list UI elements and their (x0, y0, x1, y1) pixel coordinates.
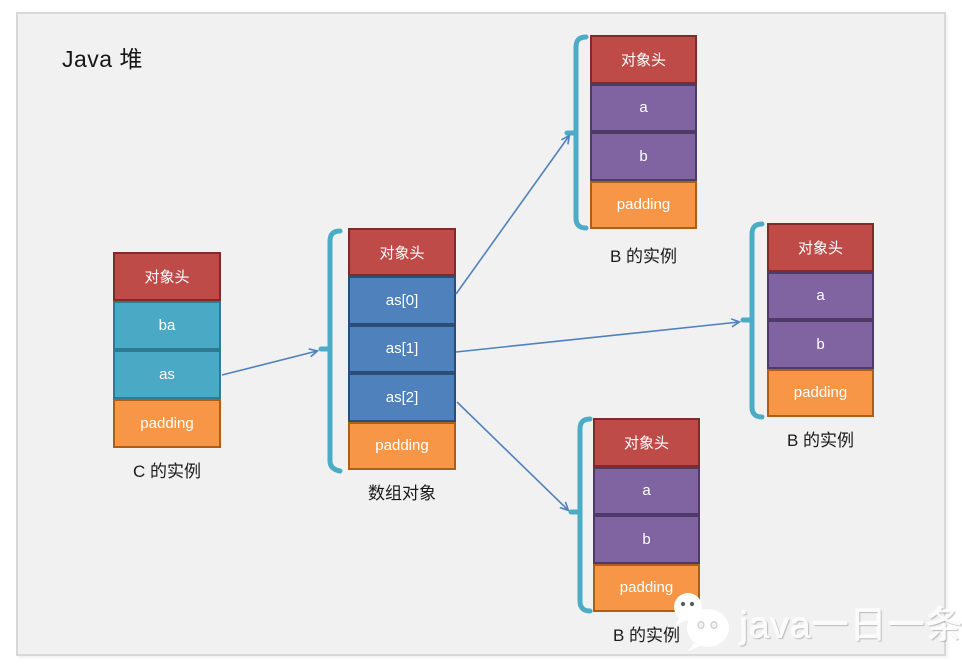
cell-field-ba: ba (113, 301, 221, 350)
cell-object-header: 对象头 (348, 228, 456, 277)
cell-element-as0: as[0] (348, 276, 456, 325)
cell-field-as: as (113, 350, 221, 399)
node-label-c-instance: C 的实例 (133, 462, 201, 481)
cell-field-a: a (767, 271, 874, 320)
cell-field-b: b (590, 132, 697, 181)
node-label-array-object: 数组对象 (368, 483, 436, 503)
node-c-instance: 对象头 ba as padding C 的实例 (113, 252, 221, 482)
cell-object-header: 对象头 (113, 252, 221, 301)
node-b-instance-top: 对象头 a b padding B 的实例 (590, 35, 697, 267)
cell-field-b: b (593, 515, 700, 564)
cell-element-as1: as[1] (348, 324, 456, 374)
wechat-icon (674, 593, 729, 651)
cell-field-a: a (593, 466, 700, 515)
watermark-text: java一日一条 (740, 605, 962, 646)
cell-padding: padding (590, 180, 697, 229)
cell-padding: padding (767, 368, 874, 417)
cell-object-header: 对象头 (593, 418, 700, 467)
cell-padding: padding (348, 421, 456, 470)
cell-object-header: 对象头 (590, 35, 697, 84)
cell-element-as2: as[2] (348, 373, 456, 422)
cell-object-header: 对象头 (767, 223, 874, 272)
node-b-instance-bottom: 对象头 a b padding B 的实例 (593, 418, 700, 646)
cell-padding: padding (113, 399, 221, 448)
diagram-title: Java 堆 (62, 46, 143, 72)
cell-padding: padding (593, 563, 700, 612)
cell-field-b: b (767, 320, 874, 369)
node-label-b-instance: B 的实例 (786, 431, 855, 450)
node-array-object: 对象头 as[0] as[1] as[2] padding 数组对象 (348, 228, 456, 504)
cell-field-a: a (590, 83, 697, 132)
node-label-b-instance: B 的实例 (612, 626, 681, 645)
node-label-b-instance: B 的实例 (609, 247, 678, 266)
node-b-instance-right: 对象头 a b padding B 的实例 (767, 223, 874, 451)
watermark: java一日一条 (672, 592, 962, 652)
